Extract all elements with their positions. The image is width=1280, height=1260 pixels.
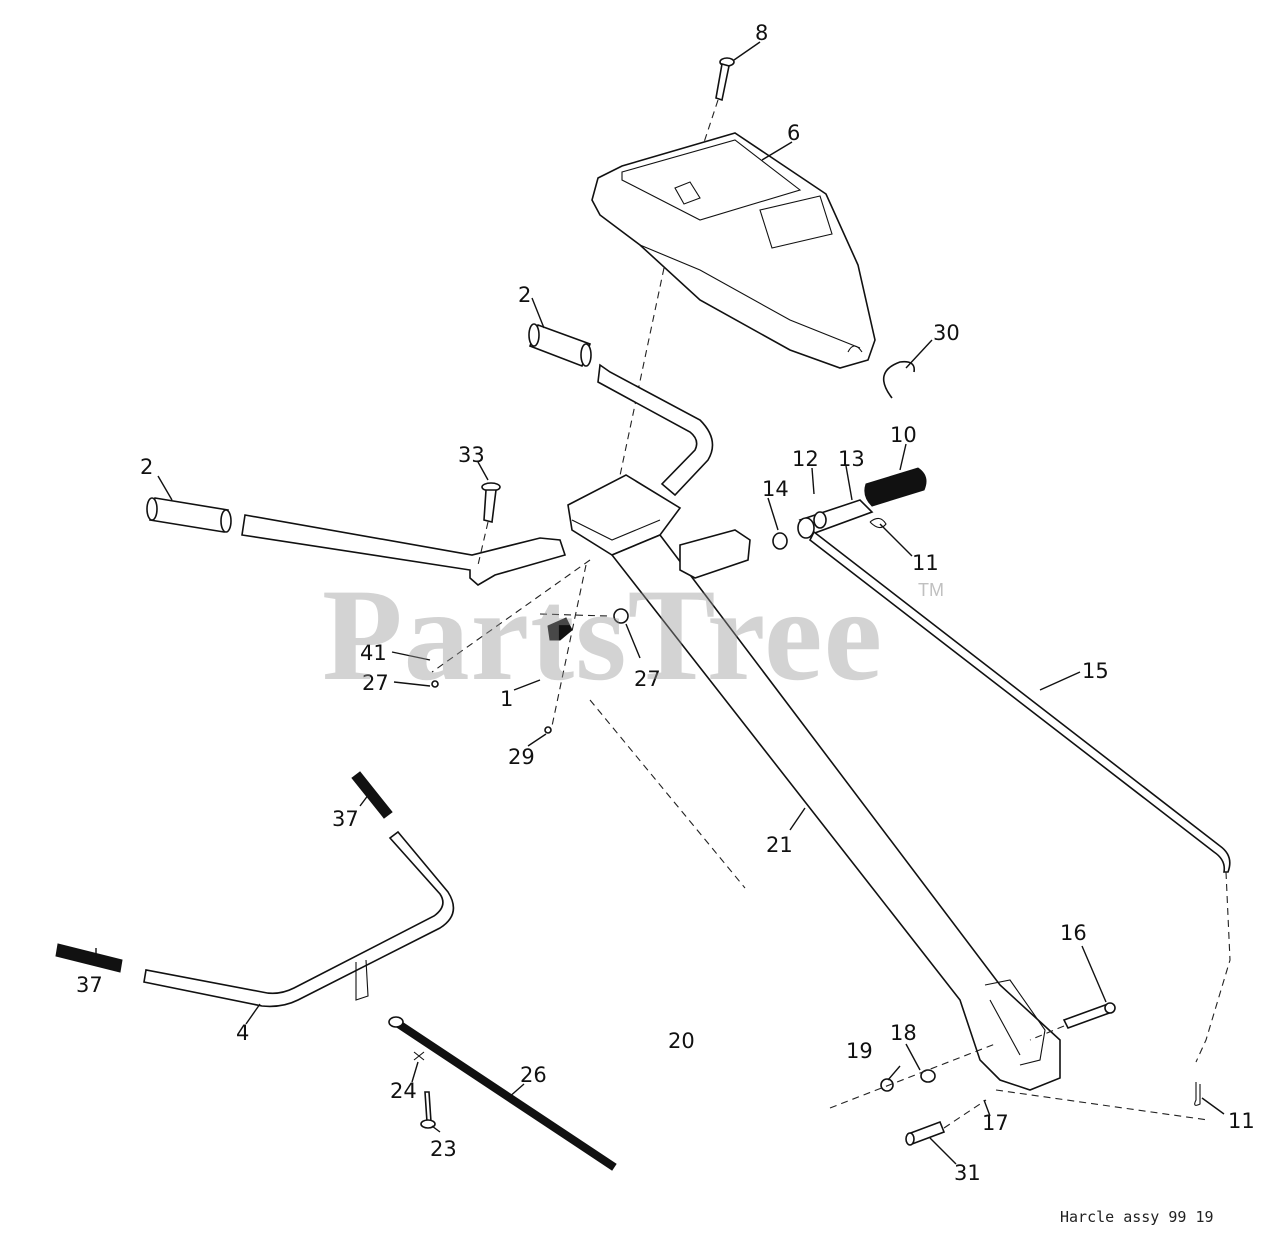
callout-41: 41 [360, 641, 387, 665]
part-4-bracket [355, 959, 369, 1001]
callout-19: 19 [846, 1039, 873, 1063]
part-1-block [547, 617, 573, 641]
callout-23: 23 [430, 1137, 457, 1161]
callout-27-right: 27 [634, 667, 661, 691]
part-11-pin-upper [869, 517, 887, 529]
guide-line-41 [431, 559, 591, 673]
callout-2-upper: 2 [518, 283, 531, 307]
diagram-caption: Harcle assy 99 19 [1060, 1208, 1214, 1226]
callout-31: 31 [954, 1161, 981, 1185]
callout-17: 17 [982, 1111, 1009, 1135]
part-8-screw [715, 57, 735, 102]
callout-27-left: 27 [362, 671, 389, 695]
callout-15: 15 [1082, 659, 1109, 683]
part-27-nut-lower [431, 680, 439, 688]
callout-16: 16 [1060, 921, 1087, 945]
callout-37-left: 37 [76, 973, 103, 997]
watermark-trademark: TM [918, 580, 944, 600]
part-27-nut-upper [613, 608, 629, 624]
guide-line-31 [943, 1099, 987, 1129]
callout-26: 26 [520, 1063, 547, 1087]
part-24-clip [413, 1051, 425, 1061]
part-29-screw [544, 726, 552, 734]
callout-18: 18 [890, 1021, 917, 1045]
part-33-bolt [481, 482, 501, 523]
leader-lines [95, 41, 1225, 1165]
callout-13: 13 [838, 447, 865, 471]
callout-37-upper: 37 [332, 807, 359, 831]
guide-line-33 [477, 521, 489, 566]
part-16-bolt [1062, 1002, 1116, 1029]
part-37-grip-left [55, 943, 123, 973]
part-23-bolt [420, 1091, 436, 1129]
guide-line-16 [1029, 1025, 1065, 1041]
part-2-upper-sleeve [528, 323, 592, 368]
guide-line-18 [829, 1043, 996, 1109]
callout-20: 20 [668, 1029, 695, 1053]
callout-11-upper: 11 [912, 551, 939, 575]
guide-line-29 [551, 564, 587, 727]
callout-8: 8 [755, 21, 768, 45]
part-15-rod [808, 530, 1231, 873]
callout-1: 1 [500, 687, 513, 711]
part-6-console-cover [591, 132, 876, 369]
callout-33: 33 [458, 443, 485, 467]
callout-24: 24 [390, 1079, 417, 1103]
callout-21: 21 [766, 833, 793, 857]
handlebar-right [597, 363, 714, 497]
part-26-end [388, 1016, 404, 1028]
part-11-pin-lower [1194, 1082, 1201, 1106]
guide-line-15 [1195, 871, 1231, 1063]
part-30-clip [882, 360, 916, 399]
part-18-washer [920, 1069, 936, 1083]
callout-4: 4 [236, 1021, 249, 1045]
part-4-lower-handle [143, 830, 455, 1008]
guide-line-11 [995, 1089, 1209, 1121]
part-31-bolt [905, 1120, 946, 1146]
callout-30: 30 [933, 321, 960, 345]
callout-6: 6 [787, 121, 800, 145]
part-21-bracket [679, 529, 751, 579]
part-12-13-pivot [797, 499, 874, 539]
callout-12: 12 [792, 447, 819, 471]
guide-line-1 [539, 613, 609, 617]
callout-labels: 8 6 2 30 2 33 10 12 13 14 11 15 41 27 1 … [76, 21, 1255, 1185]
part-2-left-sleeve [146, 497, 232, 533]
callout-29: 29 [508, 745, 535, 769]
guide-line-20 [589, 699, 746, 889]
callout-2-left: 2 [140, 455, 153, 479]
part-21-handle-tube [567, 474, 1061, 1091]
part-19-washer [880, 1078, 894, 1092]
part-10-grip [864, 467, 927, 507]
part-14-spacer [772, 532, 788, 550]
callout-10: 10 [890, 423, 917, 447]
guide-line-6 [617, 267, 665, 486]
callout-14: 14 [762, 477, 789, 501]
part-37-grip-upper [351, 771, 393, 819]
handlebar-left [241, 514, 567, 586]
callout-11-lower: 11 [1228, 1109, 1255, 1133]
